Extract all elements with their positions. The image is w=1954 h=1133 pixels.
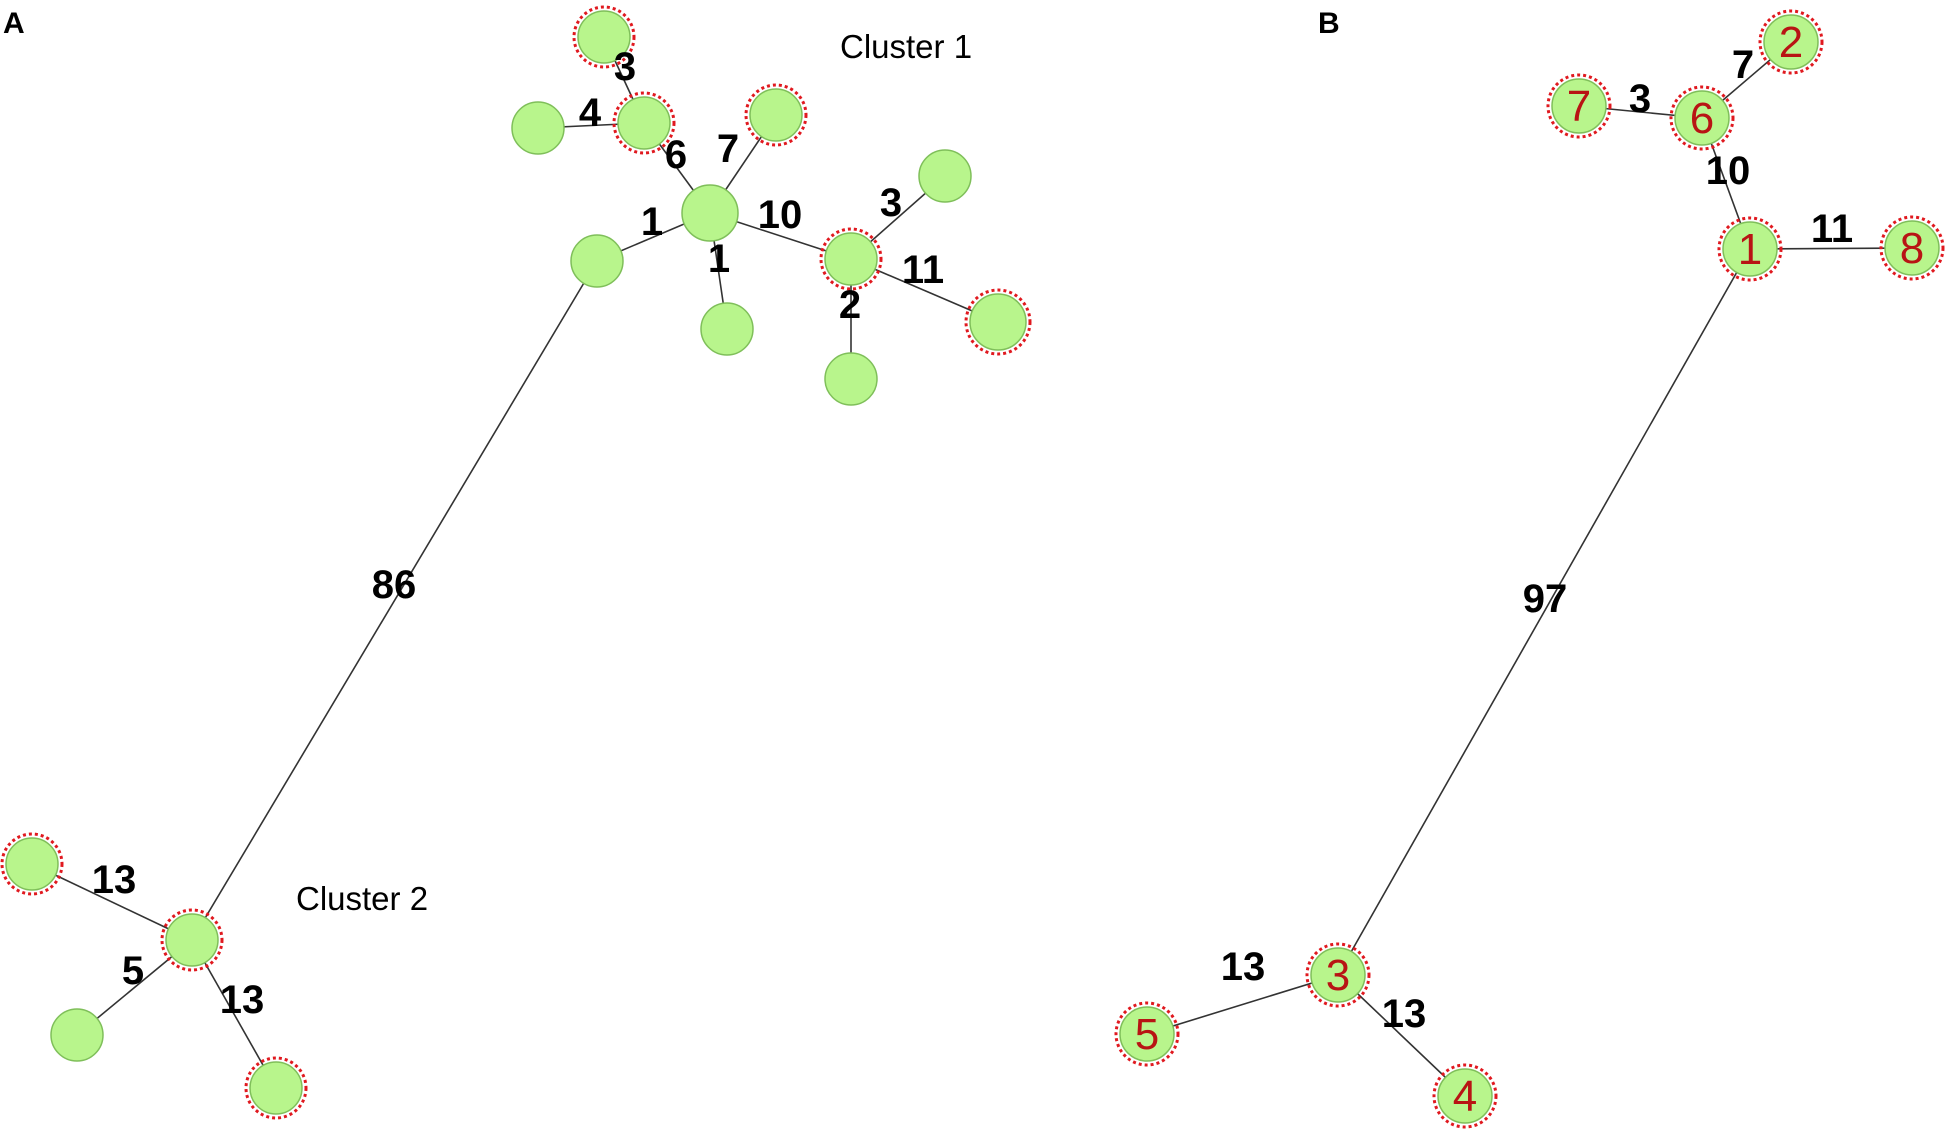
node — [244, 1056, 308, 1120]
edge-label: 7 — [717, 127, 739, 171]
panel-a: A — [0, 5, 1032, 1120]
node — [700, 302, 754, 356]
node — [160, 908, 224, 972]
edge-label: 6 — [665, 133, 687, 177]
edge-label: 3 — [880, 181, 902, 225]
edge-label: 13 — [1382, 992, 1427, 1036]
node — [50, 1008, 104, 1062]
edge — [191, 939, 277, 1089]
panel-a-nodes — [0, 5, 1032, 1120]
node-label: 6 — [1690, 94, 1714, 143]
node-label: 3 — [1326, 951, 1350, 1000]
panel-b: B 1 2 3 — [1114, 7, 1945, 1129]
node — [570, 234, 624, 288]
node — [511, 101, 565, 155]
node-label: 5 — [1135, 1010, 1159, 1059]
panel-b-edge-labels: 7 3 10 11 97 13 13 — [1221, 43, 1853, 1036]
node: 6 — [1669, 85, 1735, 151]
edge-label: 1 — [708, 237, 730, 281]
edge — [1146, 974, 1339, 1035]
node — [918, 149, 972, 203]
edge-label: 11 — [1811, 207, 1853, 251]
edge-label: 13 — [92, 858, 137, 902]
node — [824, 352, 878, 406]
panel-a-label: A — [3, 7, 25, 40]
edge-label: 5 — [122, 949, 144, 993]
node-label: 4 — [1453, 1072, 1477, 1121]
panel-b-label: B — [1318, 7, 1340, 40]
edge-label: 1 — [641, 200, 663, 244]
edge-label: 97 — [1523, 577, 1568, 621]
edge-label: 13 — [1221, 945, 1266, 989]
node: 3 — [1305, 942, 1371, 1008]
node-label: 1 — [1738, 225, 1762, 274]
node — [612, 91, 676, 155]
edge — [1337, 974, 1466, 1097]
node — [819, 227, 883, 291]
node: 5 — [1114, 1001, 1180, 1067]
edge-label: 2 — [839, 283, 861, 327]
edge-label: 13 — [220, 978, 265, 1022]
node — [964, 288, 1032, 356]
edge-label: 7 — [1732, 43, 1754, 87]
edge-label: 10 — [1706, 149, 1751, 193]
node — [744, 83, 808, 147]
edge-label: 3 — [614, 45, 636, 89]
node: 1 — [1717, 216, 1783, 282]
node-label: 2 — [1779, 18, 1803, 67]
node — [0, 832, 64, 896]
panel-a-edge-labels: 3 4 6 7 1 10 3 1 2 11 86 13 5 13 — [92, 45, 944, 1022]
panel-b-edges — [1146, 41, 1913, 1097]
edge-label: 86 — [372, 563, 417, 607]
node: 4 — [1432, 1063, 1498, 1129]
node: 7 — [1546, 73, 1612, 139]
node — [681, 184, 739, 242]
node: 8 — [1879, 215, 1945, 281]
node-label: 8 — [1900, 224, 1924, 273]
node-label: 7 — [1567, 82, 1591, 131]
edge — [1337, 248, 1751, 976]
edge-label: 4 — [579, 91, 602, 135]
edge-label: 11 — [902, 248, 944, 292]
node — [572, 5, 636, 69]
cluster-label: Cluster 1 — [840, 28, 972, 65]
cluster-label: Cluster 2 — [296, 880, 428, 917]
edge-label: 10 — [758, 193, 803, 237]
node: 2 — [1758, 9, 1824, 75]
edge — [191, 260, 598, 941]
edge-label: 3 — [1629, 77, 1651, 121]
panel-b-nodes: 1 2 3 4 5 6 7 — [1114, 9, 1945, 1129]
